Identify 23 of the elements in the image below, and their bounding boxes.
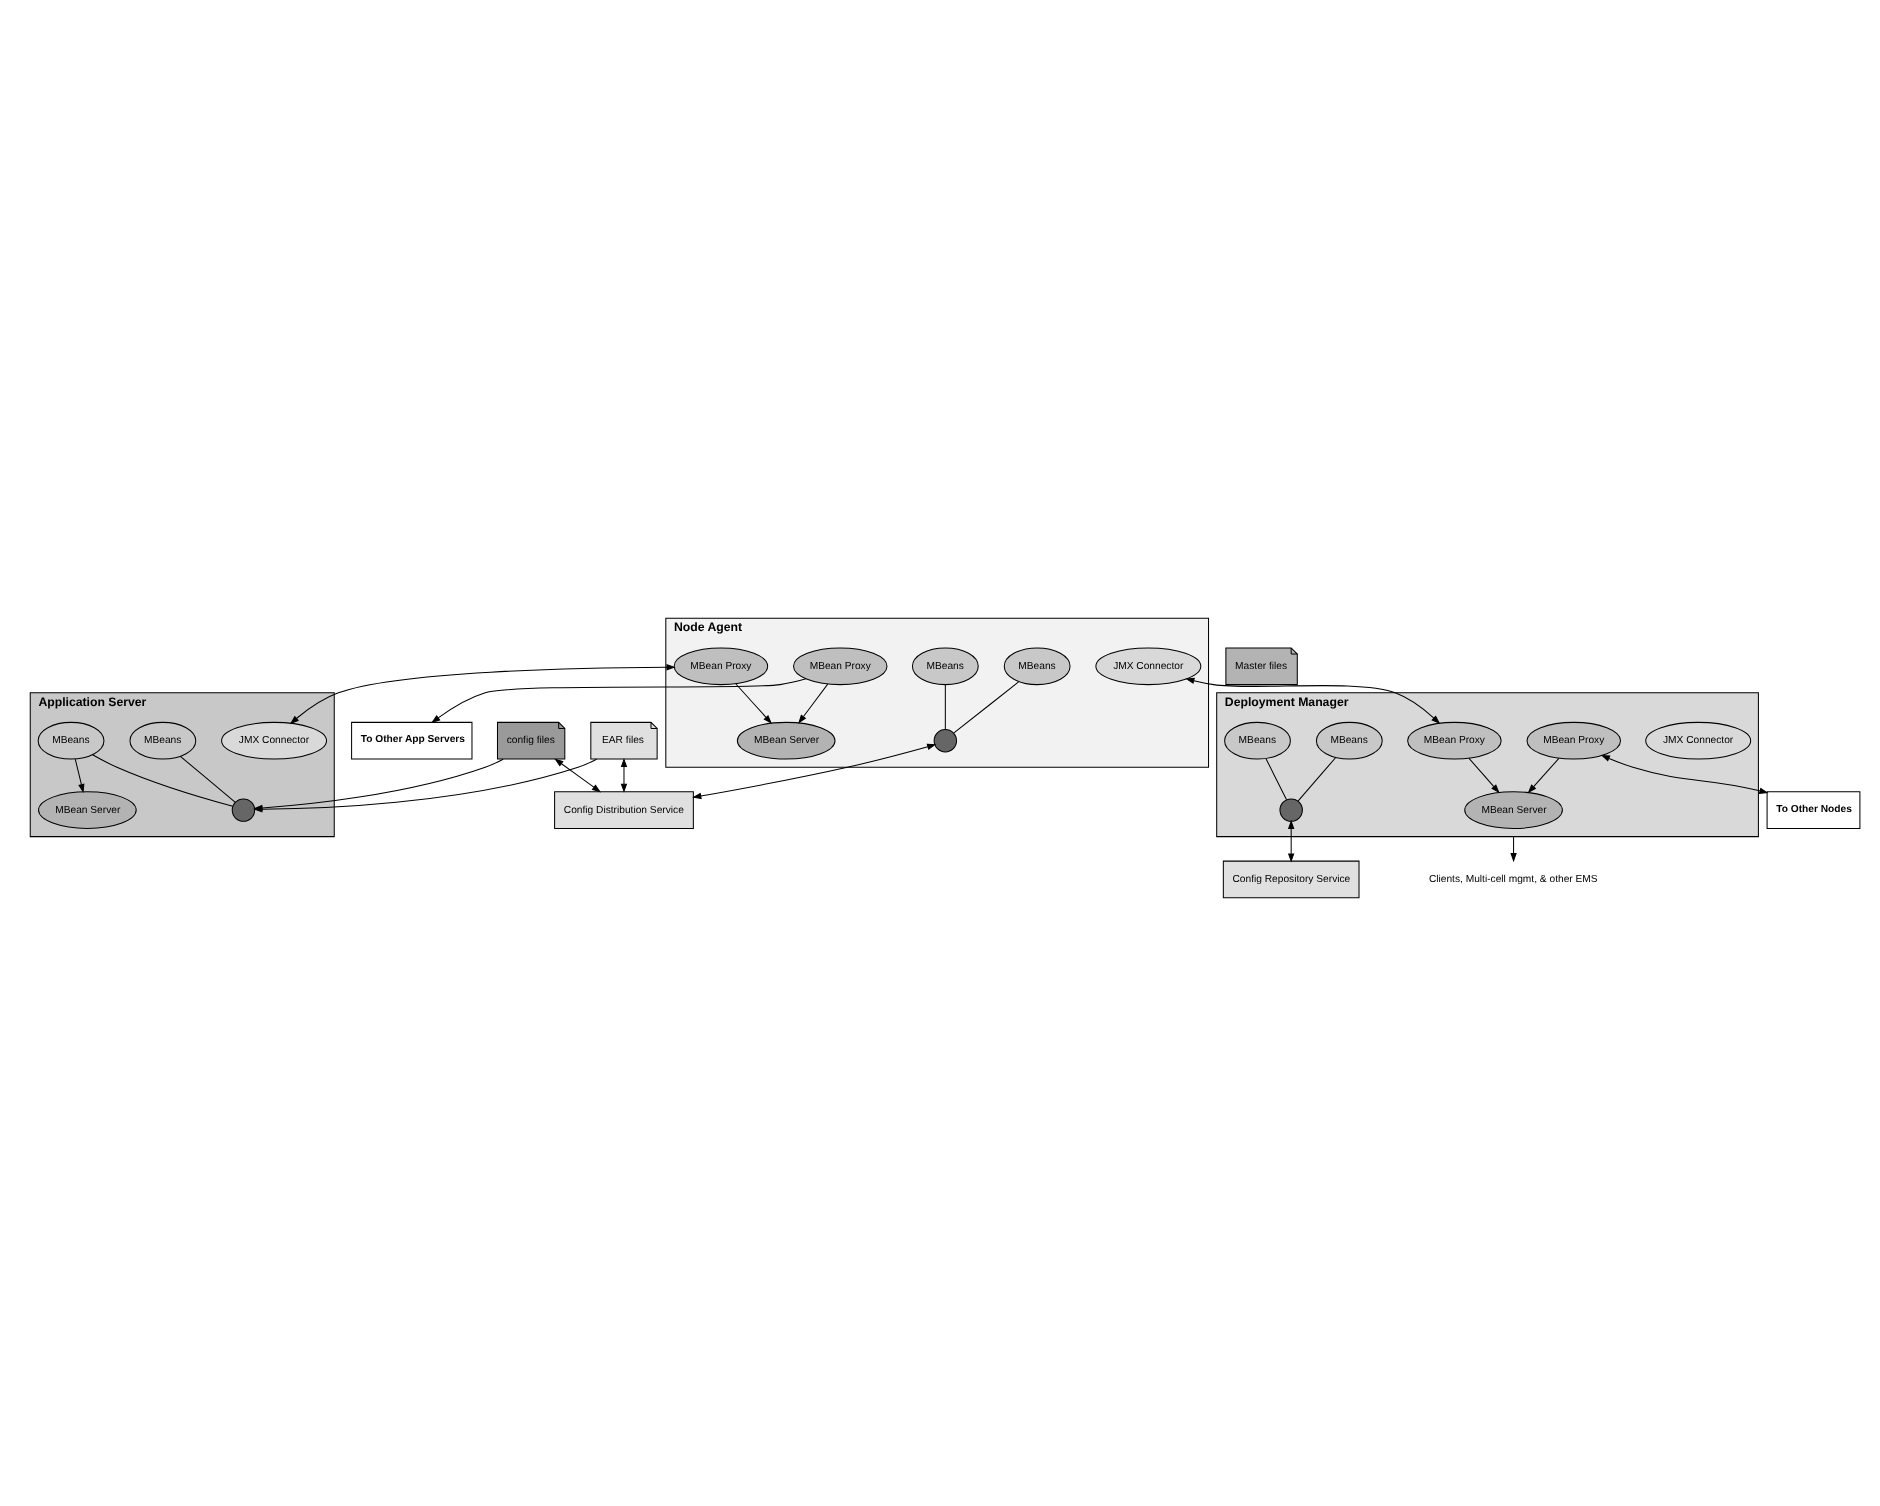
arrow — [734, 682, 771, 723]
connector — [1264, 757, 1286, 800]
node-tree — [230, 797, 255, 821]
arrow — [288, 663, 675, 724]
arrow — [553, 757, 600, 792]
arrow — [1286, 818, 1294, 862]
node-tree — [932, 728, 957, 752]
arrow — [797, 682, 828, 723]
arrow — [73, 757, 84, 793]
arrow — [1599, 753, 1768, 793]
arrow — [1184, 676, 1440, 724]
connector — [952, 680, 1019, 733]
arrow — [1467, 756, 1499, 793]
arrow — [1509, 835, 1516, 862]
connector — [1296, 756, 1336, 801]
arrow — [1526, 756, 1559, 793]
connector — [91, 753, 233, 806]
arrow — [619, 756, 627, 792]
connector — [178, 754, 235, 802]
node-tree — [1278, 797, 1302, 821]
arrow — [430, 677, 806, 723]
connector — [943, 683, 945, 729]
arrow — [691, 742, 936, 799]
